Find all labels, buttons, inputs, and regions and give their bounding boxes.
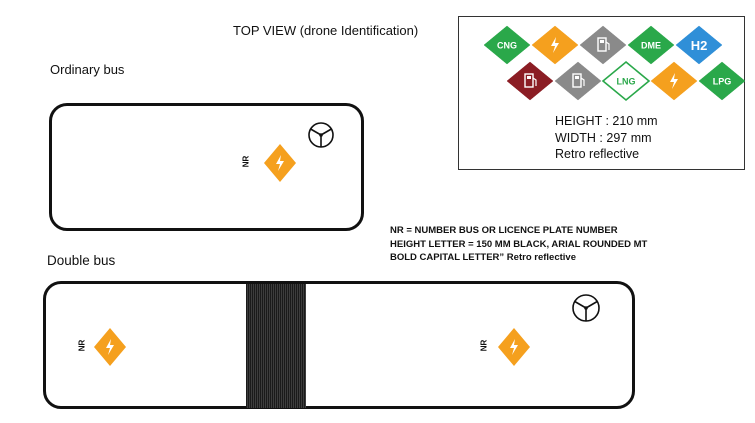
badge-label: H2 [691, 38, 708, 53]
plug-badge [650, 61, 698, 101]
double-bus-label: Double bus [47, 253, 116, 268]
fuel-pump-badge [506, 61, 554, 101]
nr-label: NR [77, 339, 87, 352]
steering-wheel-icon [572, 294, 600, 322]
badge-label: LPG [713, 77, 732, 87]
h2-badge: H2 [675, 25, 723, 65]
ordinary-bus-label: Ordinary bus [50, 62, 125, 77]
badge-label: DME [641, 41, 661, 51]
fuel-pump-badge [579, 25, 627, 65]
fuel-badge-legend: CNG DME H2 LNG LPG HEIGHT : 210 mm WIDTH : … [458, 16, 746, 170]
nr-label: NR [479, 339, 489, 352]
nr-label: NR [241, 155, 251, 168]
lpg-badge: LPG [698, 61, 746, 101]
legend-retro: Retro reflective [555, 147, 640, 161]
double-bus-outline [43, 281, 635, 409]
badge-grid: CNG DME H2 LNG LPG [483, 25, 746, 102]
ordinary-bus-outline [49, 103, 364, 231]
note-line-1: NR = NUMBER BUS OR LICENCE PLATE NUMBER [390, 225, 618, 236]
electric-diamond-icon [264, 144, 296, 182]
legend-width: WIDTH : 297 mm [555, 130, 652, 145]
badge-label: CNG [497, 41, 517, 51]
cng-badge: CNG [483, 25, 531, 65]
plate-note: NR = NUMBER BUS OR LICENCE PLATE NUMBER … [390, 224, 647, 265]
legend-specs: HEIGHT : 210 mm WIDTH : 297 mm Retro ref… [555, 113, 658, 163]
electric-diamond-icon [498, 328, 530, 366]
lng-badge: LNG [601, 60, 651, 102]
diagram-title: TOP VIEW (drone Identification) [233, 23, 419, 38]
dme-badge: DME [627, 25, 675, 65]
note-line-2: HEIGHT LETTER = 150 MM BLACK, ARIAL ROUN… [390, 238, 648, 250]
fuel-pump-badge [554, 61, 602, 101]
legend-height: HEIGHT : 210 mm [555, 114, 658, 128]
note-line-3: BOLD CAPITAL LETTER” Retro reflective [390, 252, 576, 263]
steering-wheel-icon [308, 122, 334, 148]
articulation-joint [246, 284, 306, 408]
electric-diamond-icon [94, 328, 126, 366]
badge-label: LNG [617, 77, 636, 87]
electric-lightning-badge [531, 25, 579, 65]
